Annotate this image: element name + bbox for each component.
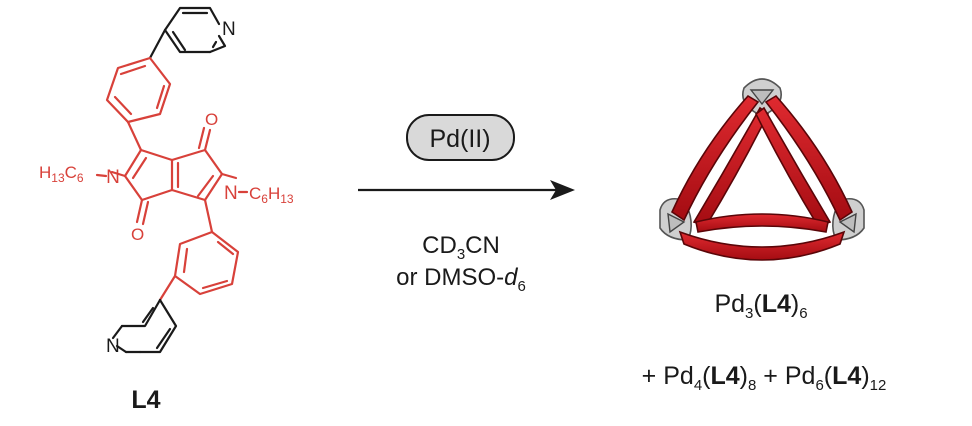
solvent-line-1: CD3CN [422, 232, 500, 263]
reagent-capsule: Pd(II) [406, 114, 515, 161]
byproducts-line: + Pd4(L4)8 + Pd6(L4)12 [642, 362, 887, 394]
atom-o-bottom: O [131, 225, 144, 244]
atom-n-right: N [224, 183, 238, 204]
top-pyridine-ring [148, 6, 227, 60]
cage-strands [670, 94, 854, 261]
lower-phenyl-ring [158, 230, 240, 302]
atom-n-bottom: N [106, 336, 120, 357]
cage-illustration [659, 78, 865, 261]
bottom-pyridine-ring [111, 298, 178, 354]
atom-o-top: O [205, 110, 218, 129]
reagent-label: Pd(II) [429, 125, 490, 153]
ligand-structure: N [39, 6, 294, 357]
ligand-label: L4 [131, 386, 160, 414]
solvent-line-2: or DMSO-d6 [396, 264, 526, 295]
atom-n-left: N [106, 167, 120, 188]
hexyl-left-label: H13C6 [39, 163, 84, 185]
reaction-arrow [358, 180, 575, 200]
upper-phenyl-ring [105, 56, 172, 152]
pyrrolopyrrole-core [110, 126, 238, 234]
hexyl-right-label: C6H13 [249, 184, 294, 206]
product-main-label: Pd3(L4)6 [714, 290, 807, 322]
atom-n-top: N [222, 19, 236, 40]
